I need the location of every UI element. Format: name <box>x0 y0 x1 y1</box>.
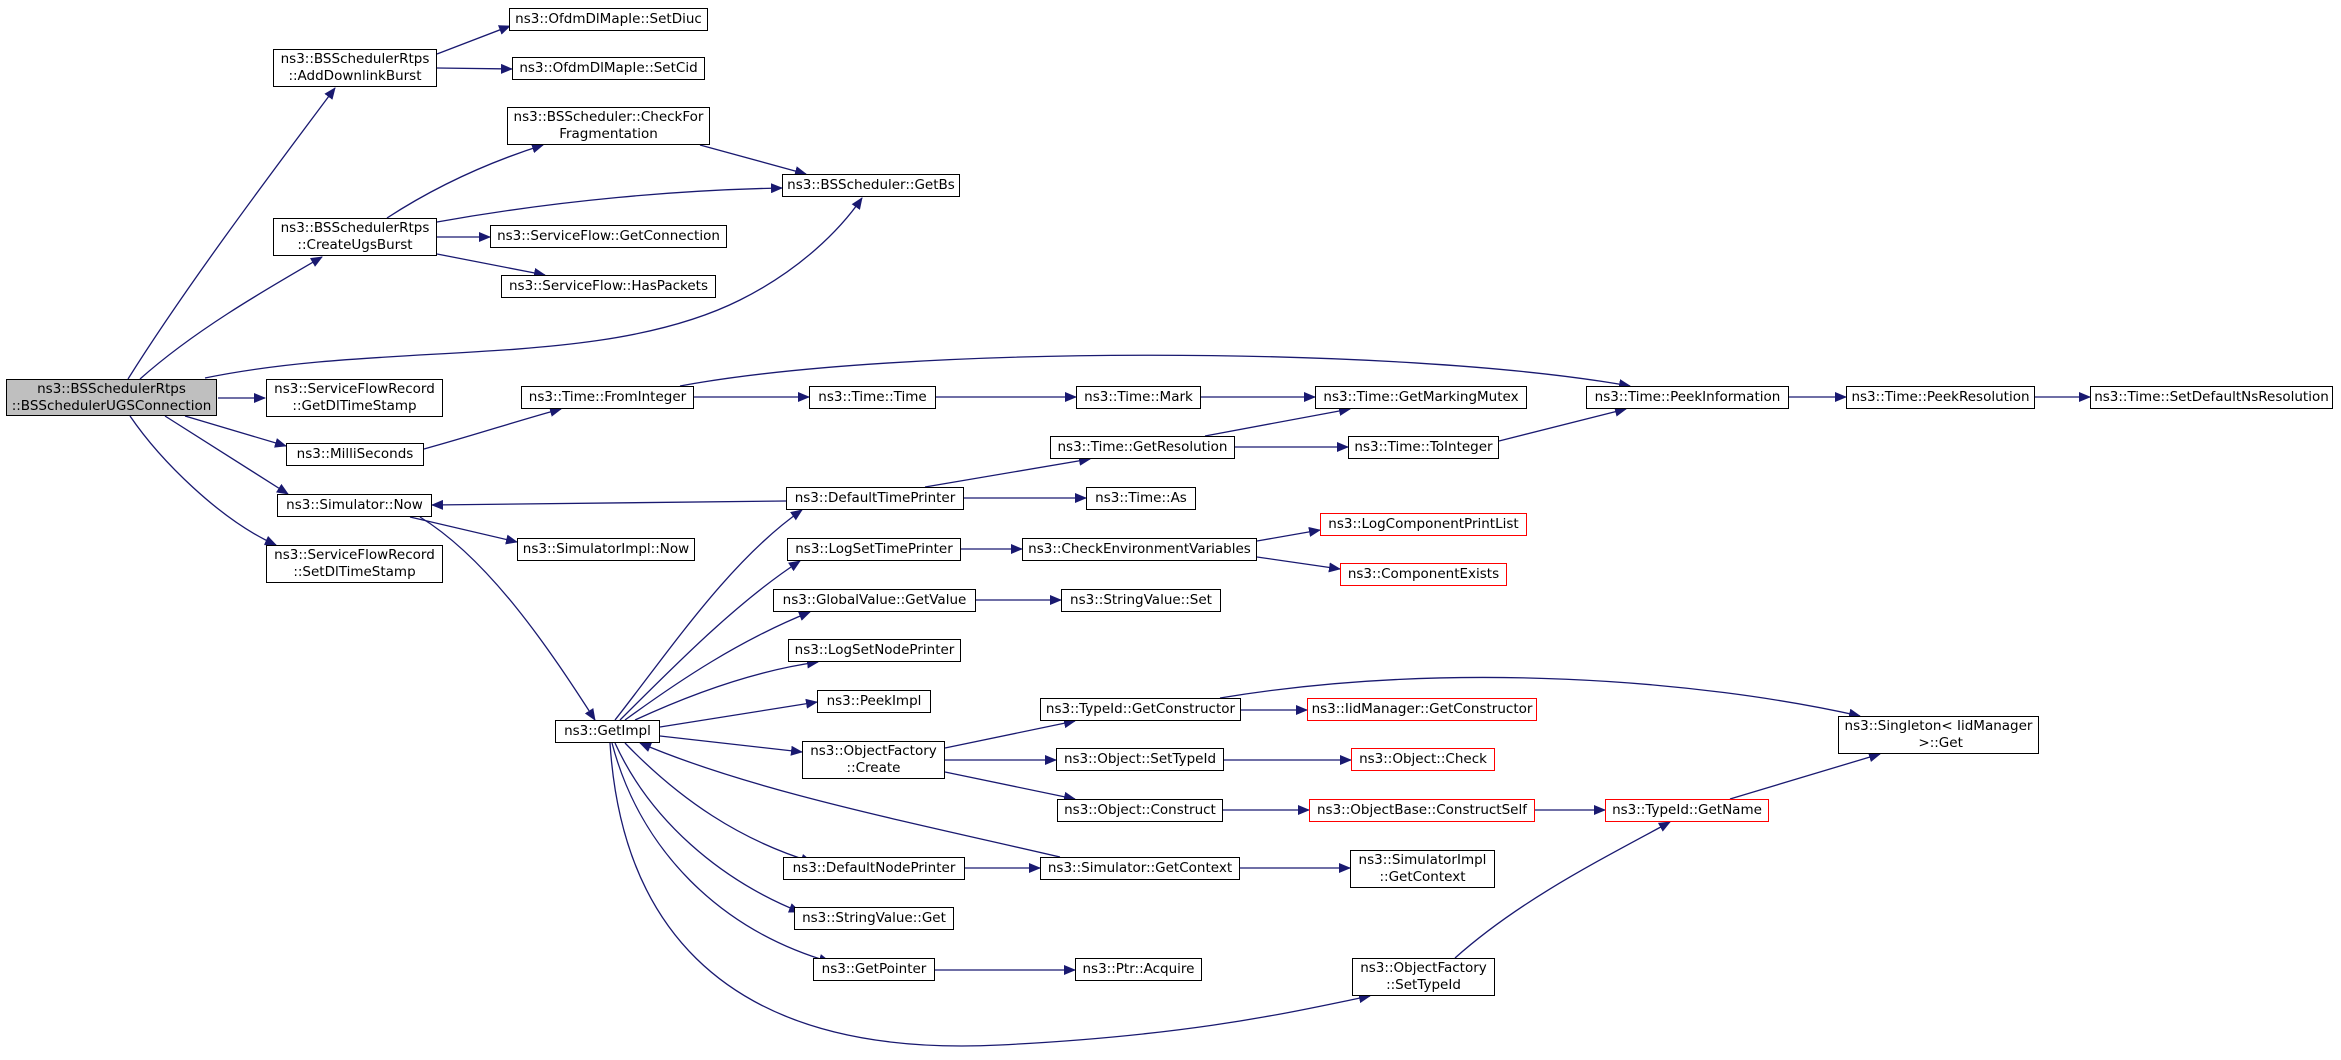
e-createUgsBurst-checkForFrag <box>386 143 544 219</box>
node-setDlTimeStamp[interactable]: ns3::ServiceFlowRecord ::SetDlTimeStamp <box>266 545 443 583</box>
node-peekResolution[interactable]: ns3::Time::PeekResolution <box>1846 386 2035 409</box>
e-simGetContext-getImpl <box>639 742 1061 858</box>
node-getMarkingMutex[interactable]: ns3::Time::GetMarkingMutex <box>1315 386 1527 409</box>
node-typeIdGetConstructor[interactable]: ns3::TypeId::GetConstructor <box>1040 698 1241 721</box>
e-createUgsBurst-getBs <box>436 183 783 223</box>
node-checkForFrag[interactable]: ns3::BSScheduler::CheckFor Fragmentation <box>507 107 710 145</box>
node-timeAs[interactable]: ns3::Time::As <box>1086 487 1196 510</box>
node-objectFactorySetTypeId[interactable]: ns3::ObjectFactory ::SetTypeId <box>1352 958 1495 996</box>
e-checkForFrag-getBs <box>699 144 807 176</box>
node-getImpl[interactable]: ns3::GetImpl <box>555 720 660 743</box>
node-objectSetTypeId[interactable]: ns3::Object::SetTypeId <box>1056 748 1224 771</box>
node-typeIdGetName[interactable]: ns3::TypeId::GetName <box>1605 799 1769 822</box>
e-addDownlinkBurst-setDiuc <box>436 25 511 55</box>
node-addDownlinkBurst[interactable]: ns3::BSSchedulerRtps ::AddDownlinkBurst <box>273 49 437 87</box>
node-logSetTimePrinter[interactable]: ns3::LogSetTimePrinter <box>787 538 961 561</box>
node-simNow[interactable]: ns3::Simulator::Now <box>277 494 432 517</box>
e-objectFactoryCreate-typeIdGetConstructor <box>944 718 1076 749</box>
e-typeIdGetConstructor-singletonGet <box>1219 676 1861 719</box>
e-defaultTimePrinter-simNow <box>431 499 787 510</box>
node-setDefaultNsRes[interactable]: ns3::Time::SetDefaultNsResolution <box>2090 386 2333 409</box>
node-getBs[interactable]: ns3::BSScheduler::GetBs <box>782 174 960 197</box>
e-simNow-simImplNow <box>409 516 518 545</box>
node-simImplNow[interactable]: ns3::SimulatorImpl::Now <box>517 538 695 561</box>
e-objectFactorySetTypeId-typeIdGetName <box>1454 821 1671 959</box>
node-getConnection[interactable]: ns3::ServiceFlow::GetConnection <box>490 225 727 248</box>
e-getImpl-peekImpl <box>659 698 818 728</box>
node-simImplGetContext[interactable]: ns3::SimulatorImpl ::GetContext <box>1350 850 1495 888</box>
node-globalValueGetValue[interactable]: ns3::GlobalValue::GetValue <box>773 589 976 612</box>
node-objectBaseConstructSelf[interactable]: ns3::ObjectBase::ConstructSelf <box>1309 799 1535 822</box>
e-addDownlinkBurst-setCid <box>436 63 513 74</box>
node-timeTime[interactable]: ns3::Time::Time <box>809 386 936 409</box>
e-root-simNow <box>164 415 289 495</box>
e-getImpl-objectFactorySetTypeId <box>609 742 1371 1047</box>
node-componentExists[interactable]: ns3::ComponentExists <box>1340 563 1507 586</box>
e-getImpl-defaultTimePrinter <box>614 509 803 721</box>
e-typeIdGetName-singletonGet <box>1729 752 1881 800</box>
e-getImpl-objectFactoryCreate <box>659 735 803 756</box>
node-peekInformation[interactable]: ns3::Time::PeekInformation <box>1586 386 1789 409</box>
e-getImpl-defaultNodePrinter <box>624 742 813 864</box>
e-root-getBs <box>204 197 863 379</box>
node-setCid[interactable]: ns3::OfdmDlMapIe::SetCid <box>512 57 705 80</box>
node-ptrAcquire[interactable]: ns3::Ptr::Acquire <box>1075 958 1202 981</box>
e-milliSeconds-fromInteger <box>423 407 562 450</box>
node-objectConstruct[interactable]: ns3::Object::Construct <box>1057 799 1223 822</box>
node-checkEnvVars[interactable]: ns3::CheckEnvironmentVariables <box>1022 538 1257 561</box>
e-getResolution-getMarkingMutex <box>1204 406 1351 437</box>
node-stringValueSet[interactable]: ns3::StringValue::Set <box>1061 589 1221 612</box>
node-defaultNodePrinter[interactable]: ns3::DefaultNodePrinter <box>783 857 965 880</box>
node-logComponentPrintList[interactable]: ns3::LogComponentPrintList <box>1320 513 1527 536</box>
node-fromInteger[interactable]: ns3::Time::FromInteger <box>521 386 694 409</box>
node-defaultTimePrinter[interactable]: ns3::DefaultTimePrinter <box>786 487 964 510</box>
e-getImpl-stringValueGet <box>614 742 801 913</box>
node-simGetContext[interactable]: ns3::Simulator::GetContext <box>1040 857 1240 880</box>
node-objectFactoryCreate[interactable]: ns3::ObjectFactory ::Create <box>802 741 945 779</box>
e-objectFactoryCreate-objectConstruct <box>944 771 1076 802</box>
e-root-setDlTimeStamp <box>129 415 277 546</box>
e-root-addDownlinkBurst <box>127 87 336 380</box>
node-milliSeconds[interactable]: ns3::MilliSeconds <box>286 443 424 466</box>
node-createUgsBurst[interactable]: ns3::BSSchedulerRtps ::CreateUgsBurst <box>273 218 437 256</box>
e-getImpl-getPointer <box>611 742 831 964</box>
node-toInteger[interactable]: ns3::Time::ToInteger <box>1348 436 1499 459</box>
node-getResolution[interactable]: ns3::Time::GetResolution <box>1050 436 1235 459</box>
node-setDiuc[interactable]: ns3::OfdmDlMapIe::SetDiuc <box>509 8 708 31</box>
e-getImpl-logSetTimePrinter <box>619 560 801 721</box>
e-fromInteger-peekInformation <box>679 354 1631 389</box>
node-singletonGet[interactable]: ns3::Singleton< IidManager >::Get <box>1838 716 2039 754</box>
e-simNow-getImpl <box>419 516 596 721</box>
e-root-createUgsBurst <box>139 256 323 380</box>
e-getImpl-logSetNodePrinter <box>634 658 819 721</box>
node-iidManagerGetConstructor[interactable]: ns3::IidManager::GetConstructor <box>1307 698 1537 721</box>
node-timeMark[interactable]: ns3::Time::Mark <box>1076 386 1201 409</box>
e-checkEnvVars-logComponentPrintList <box>1256 526 1321 542</box>
e-getImpl-globalValueGetValue <box>624 611 811 721</box>
node-objectCheck[interactable]: ns3::Object::Check <box>1351 748 1495 771</box>
node-peekImpl[interactable]: ns3::PeekImpl <box>817 690 931 713</box>
node-getPointer[interactable]: ns3::GetPointer <box>813 958 935 981</box>
e-checkEnvVars-componentExists <box>1256 556 1341 573</box>
e-createUgsBurst-hasPackets <box>436 253 546 278</box>
node-stringValueGet[interactable]: ns3::StringValue::Get <box>794 907 954 930</box>
node-getDlTimeStamp[interactable]: ns3::ServiceFlowRecord ::GetDlTimeStamp <box>266 379 443 417</box>
e-toInteger-peekInformation <box>1498 406 1627 442</box>
node-logSetNodePrinter[interactable]: ns3::LogSetNodePrinter <box>788 639 961 662</box>
e-defaultTimePrinter-getResolution <box>924 455 1091 488</box>
node-hasPackets[interactable]: ns3::ServiceFlow::HasPackets <box>501 275 716 298</box>
node-root[interactable]: ns3::BSSchedulerRtps ::BSSchedulerUGSCon… <box>6 379 217 416</box>
e-root-milliSeconds <box>184 415 287 448</box>
